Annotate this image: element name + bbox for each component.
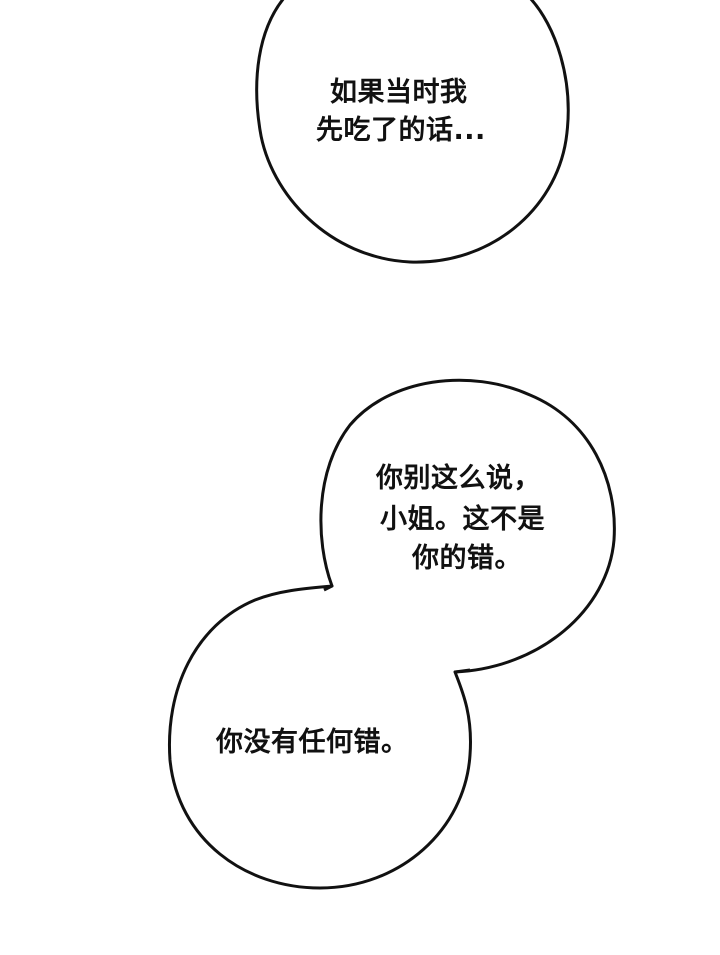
speech-bubble-3-outline — [167, 584, 472, 890]
bubble-2-line-3: 你的错。 — [412, 543, 522, 574]
bubble-join-top — [323, 584, 333, 592]
bubble-1-line-1: 如果当时我 — [330, 77, 468, 108]
bubble-2-line-1: 你别这么说， — [376, 463, 541, 494]
bubble-3-line-1: 你没有任何错。 — [216, 727, 409, 758]
bubble-2-line-2: 小姐。这不是 — [380, 504, 545, 535]
speech-bubble-2-outline — [319, 378, 616, 674]
bubble-join-bottom — [454, 668, 471, 674]
speech-bubble-1-outline — [255, 0, 570, 264]
bubble-1-line-2: 先吃了的话... — [316, 115, 486, 146]
